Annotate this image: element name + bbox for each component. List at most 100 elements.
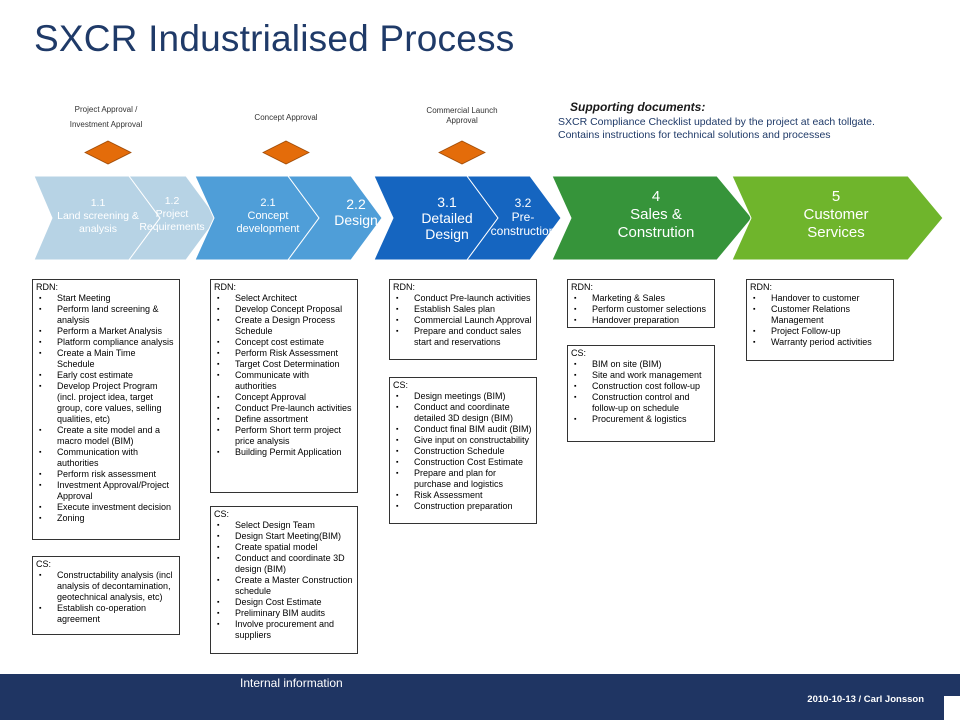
activity-item: Perform customer selections <box>571 304 710 315</box>
activity-list: Select ArchitectDevelop Concept Proposal… <box>214 293 353 458</box>
activity-box-p2-rdn: RDN:Select ArchitectDevelop Concept Prop… <box>210 279 358 493</box>
activity-item: Construction Cost Estimate <box>393 457 532 468</box>
activity-item: Warranty period activities <box>750 337 889 348</box>
activity-item: Prepare and plan for purchase and logist… <box>393 468 532 490</box>
phase-number: 2.1 <box>260 197 276 209</box>
activity-item: Platform compliance analysis <box>36 337 175 348</box>
activity-item: Select Architect <box>214 293 353 304</box>
phase-name: Design <box>334 212 378 228</box>
activity-item: Risk Assessment <box>393 490 532 501</box>
activity-item: Develop Project Program (incl. project i… <box>36 381 175 425</box>
activity-item: Establish co-operation agreement <box>36 603 175 625</box>
activity-list: Conduct Pre-launch activitiesEstablish S… <box>393 293 532 348</box>
activity-box-p2-cs: CS:Select Design TeamDesign Start Meetin… <box>210 506 358 654</box>
activity-box-p5-rdn: RDN:Handover to customerCustomer Relatio… <box>746 279 894 361</box>
activity-item: Create a Master Construction schedule <box>214 575 353 597</box>
phase-name: construction <box>490 224 556 238</box>
activity-item: Site and work management <box>571 370 710 381</box>
activity-item: Target Cost Determination <box>214 359 353 370</box>
tollgate-label-line: Concept Approval <box>254 113 318 122</box>
activity-item: Prepare and conduct sales start and rese… <box>393 326 532 348</box>
activity-box-p3-rdn: RDN:Conduct Pre-launch activitiesEstabli… <box>389 279 537 360</box>
page-title: SXCR Industrialised Process <box>34 18 515 59</box>
footer-corner-tab <box>944 696 960 720</box>
phase-number: 1.2 <box>164 195 180 207</box>
phase-name: Project <box>155 208 189 220</box>
phase-label-4: 4 Sales & Constrution <box>596 188 716 242</box>
activity-item: Conduct and coordinate detailed 3D desig… <box>393 402 532 424</box>
supporting-documents-line: SXCR Compliance Checklist updated by the… <box>558 116 875 128</box>
activity-item: Create a Design Process Schedule <box>214 315 353 337</box>
activity-item: Construction preparation <box>393 501 532 512</box>
activity-list: BIM on site (BIM)Site and work managemen… <box>571 359 710 425</box>
activity-item: Project Follow-up <box>750 326 889 337</box>
activity-item: Give input on constructability <box>393 435 532 446</box>
phase-name: Sales & <box>630 206 682 223</box>
activity-item: Select Design Team <box>214 520 353 531</box>
activity-box-p1-cs: CS:Constructability analysis (incl analy… <box>32 556 180 635</box>
phase-number: 1.1 <box>90 197 106 209</box>
activity-item: Communicate with authorities <box>214 370 353 392</box>
phase-number: 2.2 <box>346 196 366 212</box>
phase-label-5: 5 Customer Services <box>776 188 896 242</box>
phase-name: Concept <box>247 210 289 222</box>
activity-item: Create a site model and a macro model (B… <box>36 425 175 447</box>
phase-chevron-3-2 <box>466 175 562 261</box>
activity-box-p4-cs: CS:BIM on site (BIM)Site and work manage… <box>567 345 715 442</box>
activity-item: BIM on site (BIM) <box>571 359 710 370</box>
activity-item: Handover preparation <box>571 315 710 326</box>
tollgate-label-concept-approval: Concept Approval <box>230 110 342 125</box>
box-title: CS: <box>214 509 230 519</box>
activity-item: Building Permit Application <box>214 447 353 458</box>
activity-item: Conduct Pre-launch activities <box>214 403 353 414</box>
tollgate-label-line: Investment Approval <box>69 120 143 129</box>
activity-item: Create spatial model <box>214 542 353 553</box>
phase-name: Constrution <box>617 224 695 241</box>
phase-label-2-1: 2.1 Concept development <box>214 197 322 236</box>
activity-list: Design meetings (BIM)Conduct and coordin… <box>393 391 532 512</box>
phase-name: Services <box>807 224 865 241</box>
phase-name: Pre- <box>511 210 535 224</box>
tollgate-diamond-icon <box>84 140 132 165</box>
activity-list: Constructability analysis (incl analysis… <box>36 570 175 625</box>
activity-item: Constructability analysis (incl analysis… <box>36 570 175 603</box>
activity-item: Procurement & logistics <box>571 414 710 425</box>
footer-date-author: 2010-10-13 / Carl Jonsson <box>807 694 924 705</box>
activity-item: Zoning <box>36 513 175 524</box>
activity-item: Early cost estimate <box>36 370 175 381</box>
activity-item: Design meetings (BIM) <box>393 391 532 402</box>
tollgate-label-commercial-launch: Commercial Launch Approval <box>406 106 518 126</box>
box-title: CS: <box>393 380 409 390</box>
activity-item: Communication with authorities <box>36 447 175 469</box>
phase-name: Customer <box>803 206 869 223</box>
activity-list: Marketing & SalesPerform customer select… <box>571 293 710 326</box>
activity-item: Commercial Launch Approval <box>393 315 532 326</box>
activity-item: Establish Sales plan <box>393 304 532 315</box>
activity-item: Construction Schedule <box>393 446 532 457</box>
activity-item: Conduct and coordinate 3D design (BIM) <box>214 553 353 575</box>
activity-item: Perform risk assessment <box>36 469 175 480</box>
activity-item: Construction cost follow-up <box>571 381 710 392</box>
activity-item: Perform land screening & analysis <box>36 304 175 326</box>
phase-name: Requirements <box>139 221 205 233</box>
activity-item: Define assortment <box>214 414 353 425</box>
phase-label-3-1: 3.1 Detailed Design <box>402 194 492 242</box>
activity-item: Perform a Market Analysis <box>36 326 175 337</box>
supporting-documents-line: Contains instructions for technical solu… <box>558 129 831 141</box>
activity-item: Design Start Meeting(BIM) <box>214 531 353 542</box>
activity-list: Select Design TeamDesign Start Meeting(B… <box>214 520 353 641</box>
activity-list: Start MeetingPerform land screening & an… <box>36 293 175 524</box>
tollgate-diamond-icon <box>438 140 486 165</box>
box-title: RDN: <box>393 282 415 292</box>
box-title: CS: <box>36 559 52 569</box>
phase-number: 5 <box>831 188 841 205</box>
activity-box-p1-rdn: RDN:Start MeetingPerform land screening … <box>32 279 180 540</box>
box-title: RDN: <box>571 282 593 292</box>
phase-label-1-1: 1.1 Land screening & analysis <box>34 197 162 236</box>
tollgate-label-line: Commercial Launch <box>426 106 498 115</box>
activity-item: Design Cost Estimate <box>214 597 353 608</box>
phase-chevron-5 <box>731 175 944 261</box>
phase-number: 3.1 <box>437 194 457 210</box>
activity-item: Customer Relations Management <box>750 304 889 326</box>
activity-item: Create a Main Time Schedule <box>36 348 175 370</box>
